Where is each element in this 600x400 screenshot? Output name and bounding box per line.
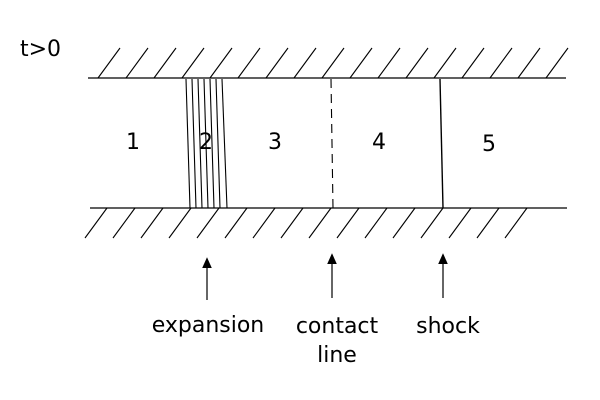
- expansion-fan-line: [197, 78, 203, 209]
- expansion-fan-line: [221, 78, 228, 209]
- hatch-mark: [420, 207, 444, 239]
- top-wall: [88, 47, 569, 79]
- expansion-fan-line: [191, 78, 197, 209]
- hatch-mark: [252, 207, 276, 239]
- expansion-fan-line: [203, 78, 209, 209]
- hatch-mark: [237, 47, 261, 79]
- hatch-mark: [392, 207, 416, 239]
- expansion-fan: [185, 78, 228, 209]
- time-label: t>0: [20, 37, 61, 62]
- hatch-mark: [461, 47, 485, 79]
- hatch-mark: [112, 207, 136, 239]
- expansion-label: expansion: [152, 313, 265, 338]
- hatch-mark: [209, 47, 233, 79]
- hatch-mark: [168, 207, 192, 239]
- hatch-mark: [224, 207, 248, 239]
- hatch-mark: [504, 207, 528, 239]
- contact-discontinuity: [330, 78, 334, 209]
- bottom-wall: [84, 207, 567, 239]
- hatch-mark: [489, 47, 513, 79]
- hatch-mark: [377, 47, 401, 79]
- hatch-mark: [140, 207, 164, 239]
- hatch-mark: [181, 47, 205, 79]
- region-label-5: 5: [482, 132, 496, 157]
- hatch-mark: [517, 47, 541, 79]
- hatch-mark: [364, 207, 388, 239]
- hatch-mark: [153, 47, 177, 79]
- hatch-mark: [84, 207, 108, 239]
- shock-front: [439, 78, 444, 209]
- expansion-fan-line: [185, 78, 191, 209]
- hatch-mark: [336, 207, 360, 239]
- hatch-mark: [349, 47, 373, 79]
- expansion-fan-line: [215, 78, 221, 209]
- expansion-fan-line: [209, 78, 215, 209]
- contact-line-label-bottom: line: [317, 343, 357, 368]
- hatch-mark: [405, 47, 429, 79]
- shock-label: shock: [416, 314, 480, 339]
- contact-line-label-top: contact: [296, 314, 379, 339]
- region-label-1: 1: [126, 130, 140, 155]
- hatch-mark: [280, 207, 304, 239]
- hatch-mark: [321, 47, 345, 79]
- region-label-2: 2: [199, 130, 213, 155]
- region-label-4: 4: [372, 130, 386, 155]
- hatch-mark: [265, 47, 289, 79]
- bottom-wall-hatching: [84, 207, 528, 239]
- hatch-mark: [545, 47, 569, 79]
- hatch-mark: [476, 207, 500, 239]
- hatch-mark: [196, 207, 220, 239]
- hatch-mark: [433, 47, 457, 79]
- hatch-mark: [308, 207, 332, 239]
- hatch-mark: [125, 47, 149, 79]
- hatch-mark: [448, 207, 472, 239]
- hatch-mark: [293, 47, 317, 79]
- region-label-3: 3: [268, 130, 282, 155]
- top-wall-hatching: [97, 47, 569, 79]
- hatch-mark: [97, 47, 121, 79]
